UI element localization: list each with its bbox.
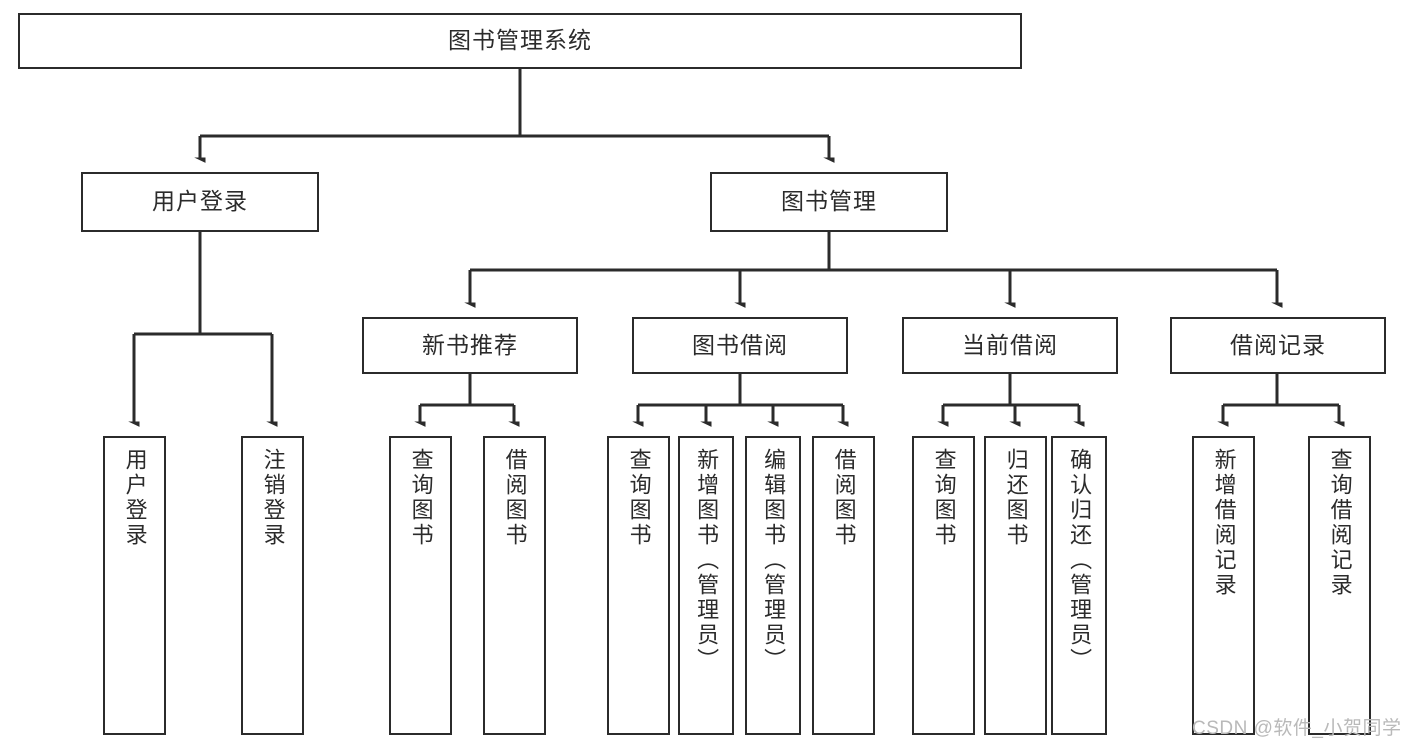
node-label: 新增借阅记录 [1211, 448, 1237, 598]
node-current[interactable]: 当前借阅 [902, 317, 1118, 374]
node-l4[interactable]: 借阅图书 [483, 436, 546, 735]
node-label: 新增图书（管理员） [694, 448, 720, 673]
node-newbook[interactable]: 新书推荐 [362, 317, 578, 374]
node-label: 归还图书 [1003, 448, 1029, 548]
node-label: 借阅记录 [1230, 331, 1326, 358]
node-records[interactable]: 借阅记录 [1170, 317, 1386, 374]
node-root[interactable]: 图书管理系统 [18, 13, 1022, 69]
node-label: 借阅图书 [831, 448, 857, 548]
node-l8[interactable]: 借阅图书 [812, 436, 875, 735]
node-label: 确认归还（管理员） [1067, 448, 1093, 673]
node-l13[interactable]: 查询借阅记录 [1308, 436, 1371, 735]
node-l7[interactable]: 编辑图书（管理员） [745, 436, 801, 735]
node-label: 用户登录 [152, 188, 248, 215]
node-label: 注销登录 [260, 448, 286, 548]
node-l11[interactable]: 确认归还（管理员） [1051, 436, 1107, 735]
node-l3[interactable]: 查询图书 [389, 436, 452, 735]
node-label: 查询图书 [931, 448, 957, 548]
node-l2[interactable]: 注销登录 [241, 436, 304, 735]
node-label: 编辑图书（管理员） [761, 448, 787, 673]
node-l5[interactable]: 查询图书 [607, 436, 670, 735]
node-label: 查询图书 [626, 448, 652, 548]
node-label: 新书推荐 [422, 331, 518, 358]
node-label: 用户登录 [122, 448, 148, 548]
node-label: 当前借阅 [962, 331, 1058, 358]
node-bookmgmt[interactable]: 图书管理 [710, 172, 948, 232]
node-label: 图书管理 [781, 188, 877, 215]
node-l9[interactable]: 查询图书 [912, 436, 975, 735]
node-label: 查询图书 [408, 448, 434, 548]
watermark-text: CSDN @软件_小贺同学 [1192, 718, 1402, 739]
node-borrow[interactable]: 图书借阅 [632, 317, 848, 374]
node-label: 图书管理系统 [448, 27, 592, 54]
node-l12[interactable]: 新增借阅记录 [1192, 436, 1255, 735]
node-label: 借阅图书 [502, 448, 528, 548]
node-label: 查询借阅记录 [1327, 448, 1353, 598]
node-login[interactable]: 用户登录 [81, 172, 319, 232]
node-l10[interactable]: 归还图书 [984, 436, 1047, 735]
node-l6[interactable]: 新增图书（管理员） [678, 436, 734, 735]
node-label: 图书借阅 [692, 331, 788, 358]
node-l1[interactable]: 用户登录 [103, 436, 166, 735]
